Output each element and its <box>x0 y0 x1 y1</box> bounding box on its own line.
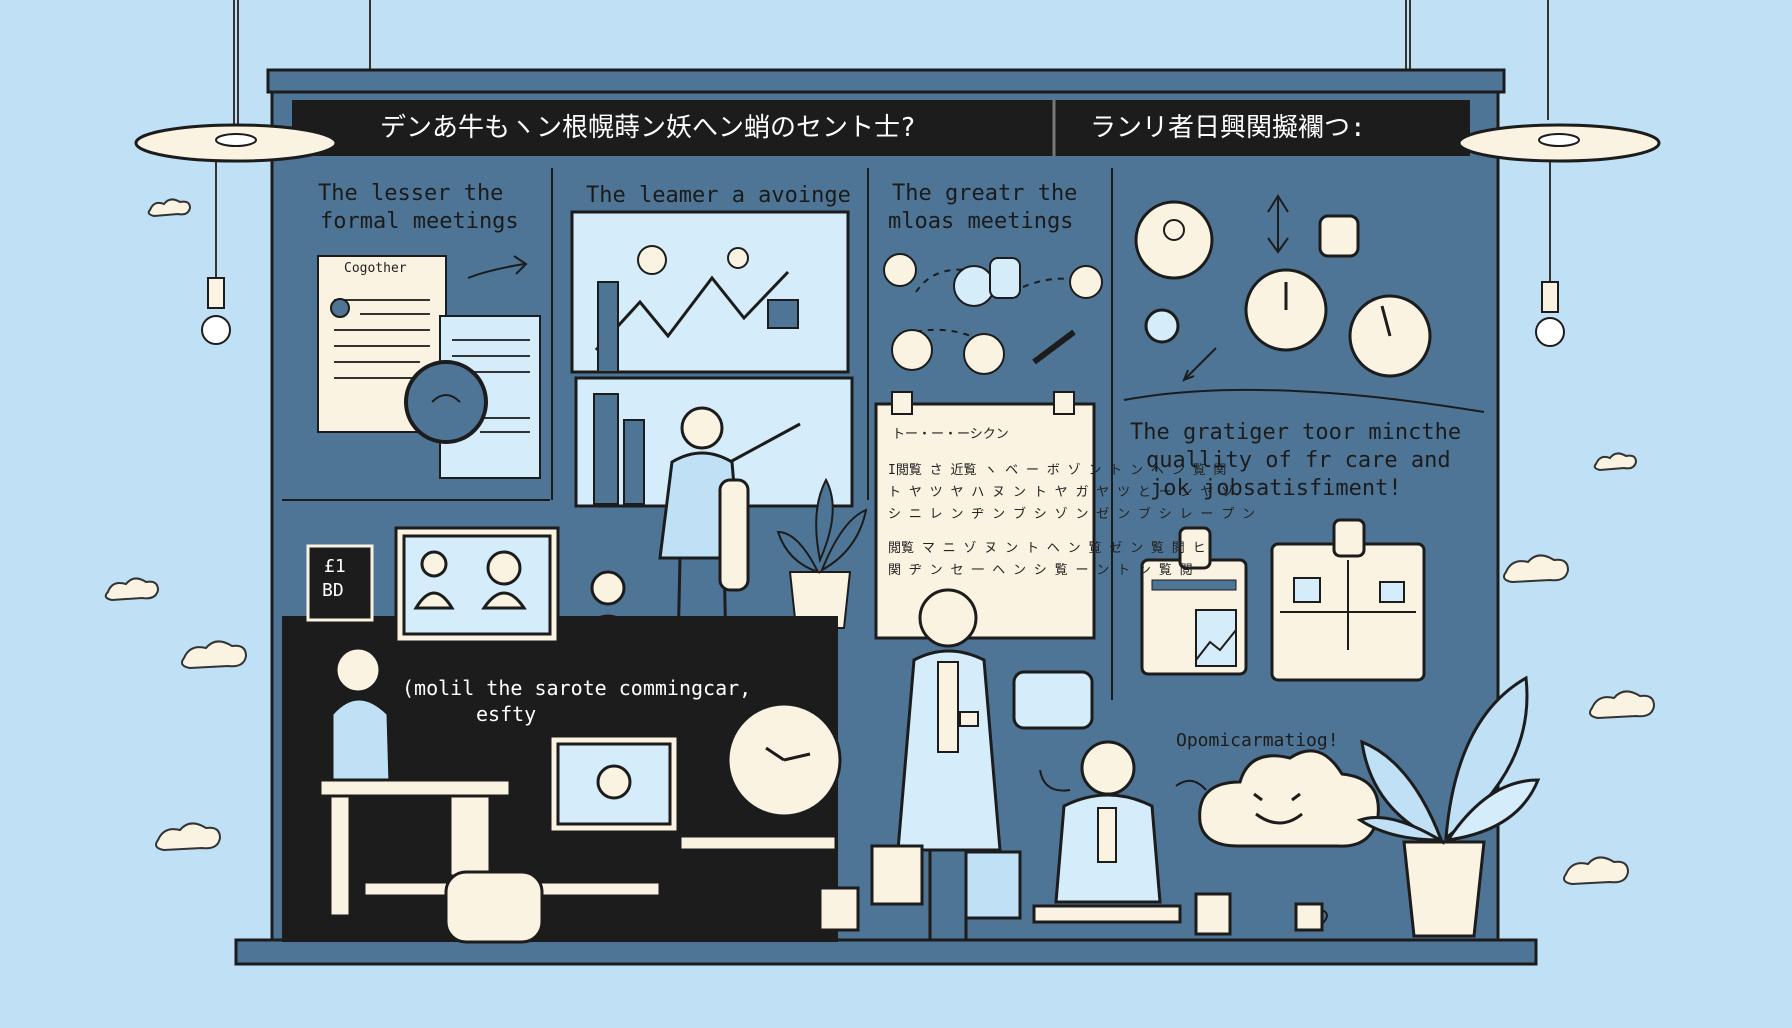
top-left-title-line-1: The lesser the <box>318 181 504 206</box>
note-line-5: 閲覧 マ ニ ゾ ヌ ン ト ヘ ン 覧 ゼ ン 覧 閲 ヒ <box>888 541 1206 556</box>
opomi-label: Opomicarmatiog! <box>1176 730 1339 751</box>
documents-illustration <box>317 255 541 479</box>
clocks-illustration <box>1134 194 1432 382</box>
remote-line-2: esfty <box>476 702 537 726</box>
note-line-1: トー・ー・ーシクン <box>892 427 1009 442</box>
note-line-2: I閲覧 さ 近覧 ヽ ベ ー ボ ゾ ン ト ン ヘ ン 覧 関 <box>888 463 1227 478</box>
note-illustration <box>874 391 1096 640</box>
top-right-title-line-2: mloas meetings <box>888 209 1074 234</box>
doctor-figure <box>870 588 1022 940</box>
top-middle-title: The leamer a avoinge <box>586 183 851 208</box>
seated-doctor-figure <box>1012 670 1207 924</box>
cloud-decorations <box>104 198 1656 886</box>
sign-line-1: £1 <box>324 556 346 577</box>
quality-line-3: jok jobsatisfiment! <box>1150 476 1402 501</box>
quality-line-1: The gratiger toor mincthe <box>1130 420 1462 445</box>
note-line-6: 関 ヂ ン セ 一 ヘ ン シ 覧 ー ン ト ン 覧 閲 <box>888 563 1193 578</box>
remote-line-1: (molil the sarote commingcar, <box>402 676 752 700</box>
quality-line-2: quallity of fr care and <box>1146 448 1451 473</box>
large-plant <box>1356 675 1541 938</box>
banner-right-text: ランリ者日興関擬襴つ: <box>1090 101 1420 155</box>
desk-worker <box>306 526 860 944</box>
top-right-title-line-1: The greatr the <box>892 181 1078 206</box>
coffee-cups <box>1194 892 1328 936</box>
network-illustration <box>883 253 1103 375</box>
note-line-4: シ ニ レ ン ヂ ン ブ シ ゾ ン ゼ ン ブ シ レ ー プ ン <box>888 507 1256 522</box>
plant-illustration <box>776 477 868 629</box>
clipboards-illustration <box>1140 518 1426 682</box>
top-left-title-line-2: formal meetings <box>320 209 519 234</box>
pendant-lamps <box>134 123 1661 347</box>
smiley-cloud <box>1198 749 1380 848</box>
board-top-rail <box>266 68 1506 94</box>
board-bottom-rail <box>234 938 1538 966</box>
sign-line-2: BD <box>322 580 344 601</box>
note-line-3: ト ヤ ツ ヤ ハ ヌ ン ト ヤ ガ ヤ ツ と ー ン ヤ ゾ <box>888 485 1235 500</box>
doc-header: Cogother <box>344 261 407 276</box>
hanging-wires <box>215 0 1551 285</box>
banner-left-text: デンあ牛もヽン根幌蒔ン妖へン蛸のセント士? <box>380 101 980 155</box>
